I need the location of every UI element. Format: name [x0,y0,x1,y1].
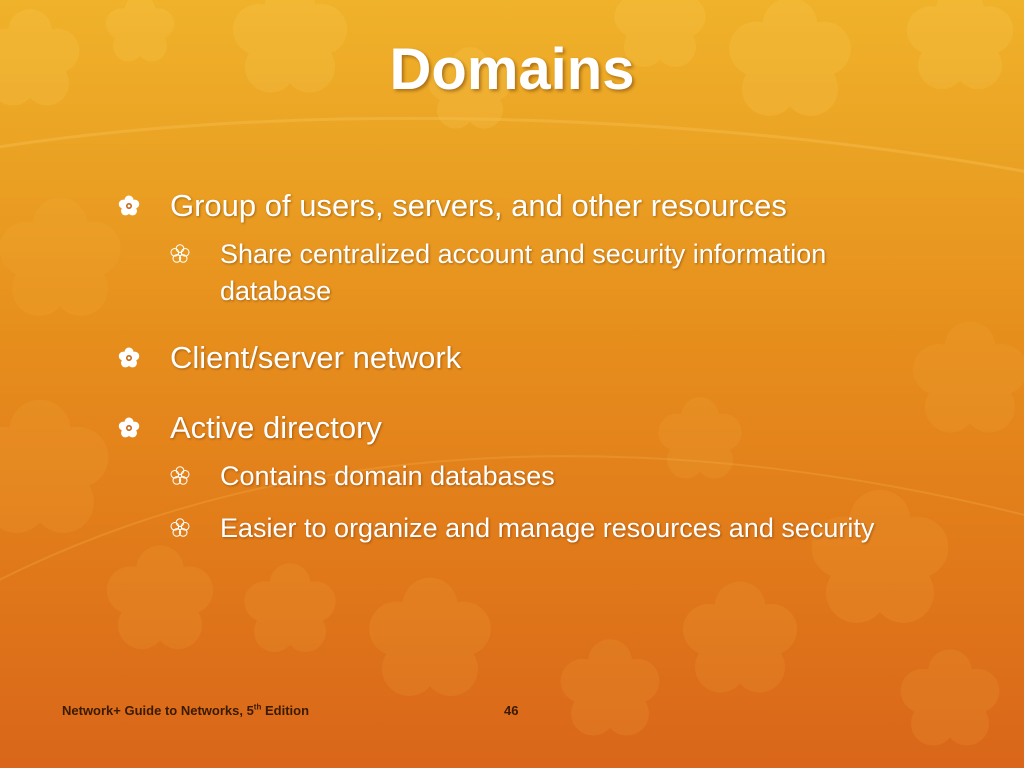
page-number: 46 [504,703,519,718]
slide-title: Domains [389,37,635,102]
sub-bullet-text: Share centralized account and security i… [220,239,827,306]
flower-outline-icon [170,466,190,485]
bullet-item: Client/server network [118,338,888,378]
bullet-list: Group of users, servers, and other resou… [118,186,888,547]
sub-bullet-item: Contains domain databases [170,458,888,495]
bullet-text: Client/server network [170,340,462,375]
bullet-item: Group of users, servers, and other resou… [118,186,888,226]
flower-icon [118,195,140,216]
flower-outline-icon [170,518,190,537]
footer-title-text: Network+ Guide to Networks, 5 [62,703,254,718]
bullet-text: Group of users, servers, and other resou… [170,188,787,223]
sub-bullet-item: Easier to organize and manage resources … [170,510,888,547]
sub-bullet-item: Share centralized account and security i… [170,236,888,310]
flower-outline-icon [170,244,190,263]
footer-edition-word: Edition [261,703,310,718]
footer-edition-suffix: th [253,702,262,712]
sub-bullet-text: Easier to organize and manage resources … [220,513,875,543]
bullet-text: Active directory [170,410,382,445]
flower-icon [118,347,140,368]
bullet-item: Active directory [118,408,888,448]
footer-book-title: Network+ Guide to Networks, 5th Edition [62,703,309,718]
flower-icon [118,417,140,438]
sub-bullet-text: Contains domain databases [220,461,555,491]
